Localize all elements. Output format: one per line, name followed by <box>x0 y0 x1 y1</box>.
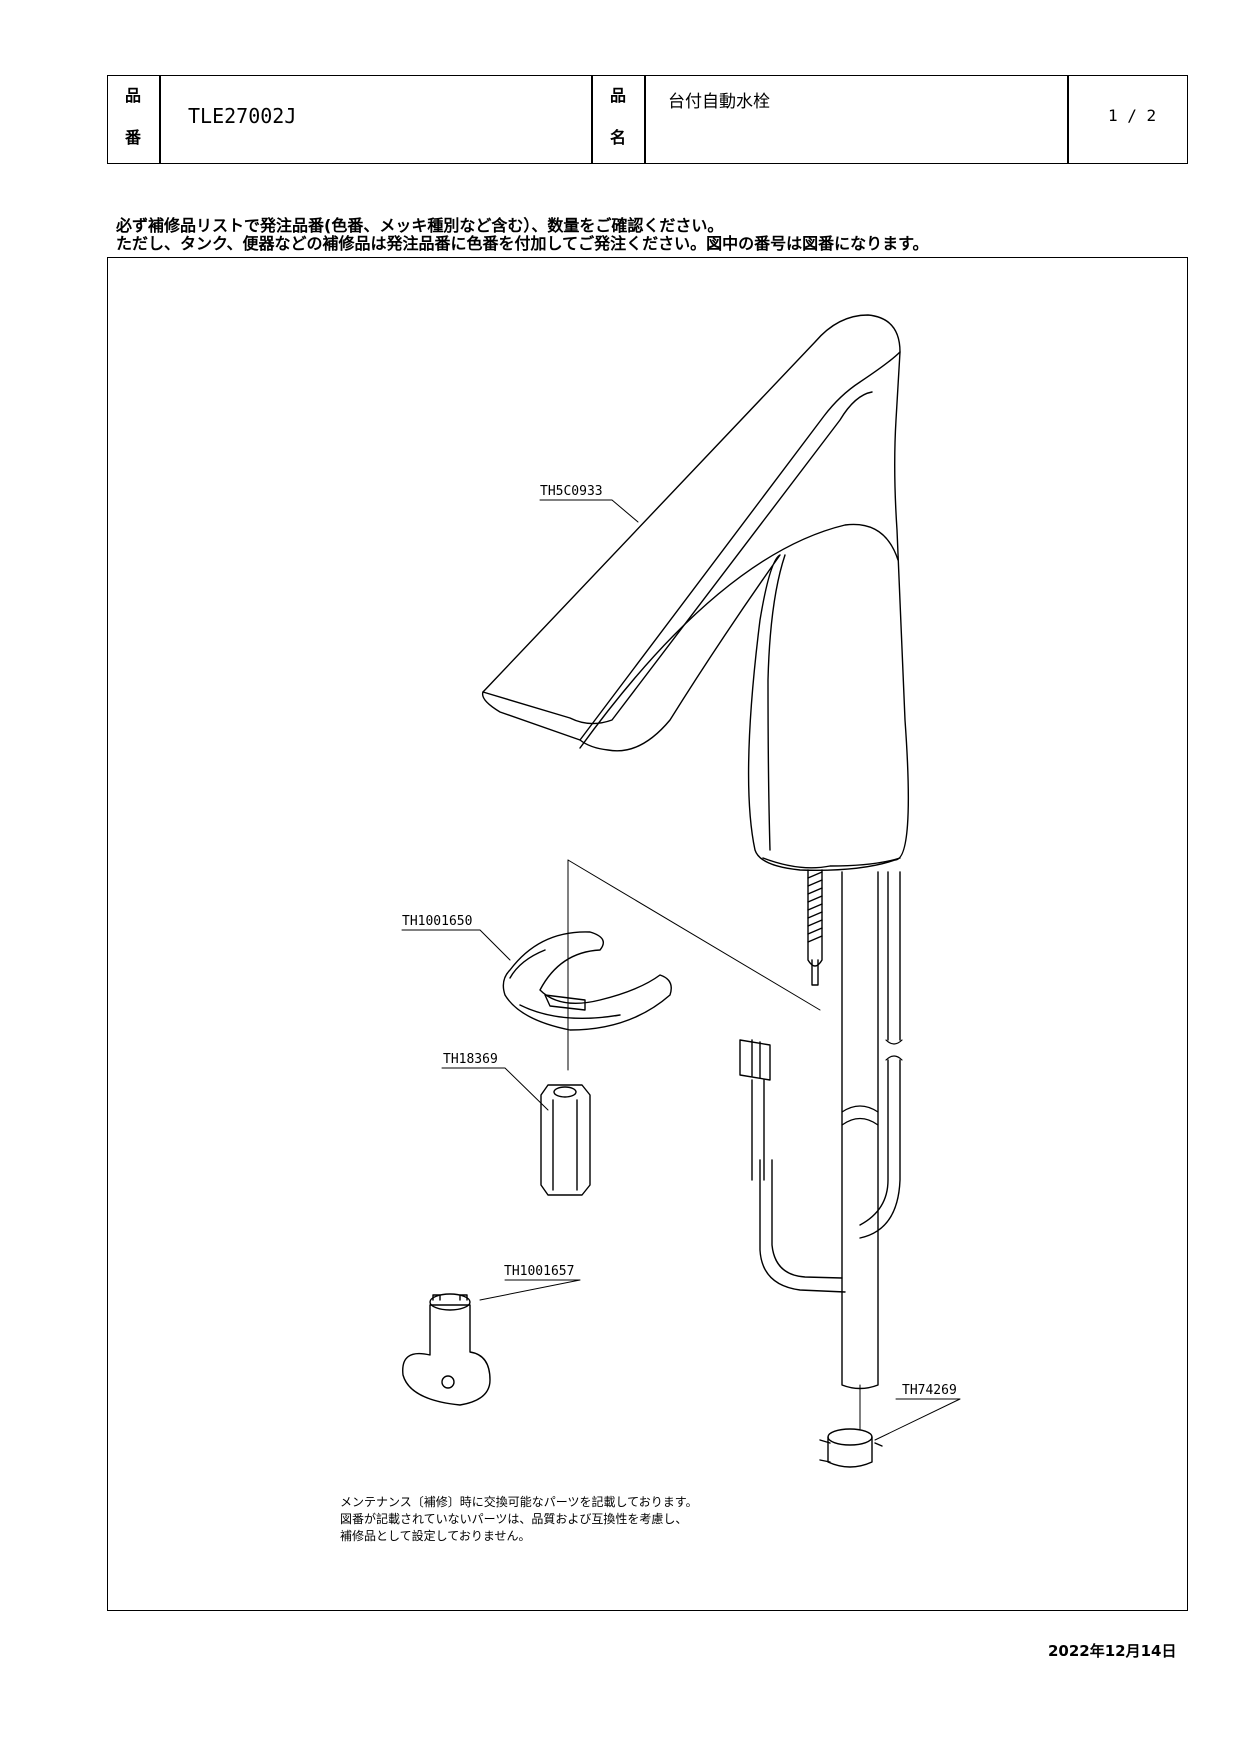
note-line-1: メンテナンス〔補修〕時に交換可能なパーツを記載しております。 <box>340 1495 698 1509</box>
hex-nut <box>540 1084 591 1196</box>
key-tool <box>402 1293 491 1406</box>
horseshoe-bracket <box>502 931 672 1031</box>
part-no-label-top: 品 <box>125 86 142 105</box>
maintenance-note: メンテナンス〔補修〕時に交換可能なパーツを記載しております。 図番が記載されてい… <box>340 1494 698 1545</box>
note-line-2: 図番が記載されていないパーツは、品質および互換性を考慮し、 <box>340 1512 688 1526</box>
threaded-stud <box>807 869 823 986</box>
page-number: 1 / 2 <box>1108 106 1157 125</box>
header-table <box>107 75 1188 164</box>
callout-spout: TH5C0933 <box>540 484 603 499</box>
callout-clip: TH74269 <box>902 1383 957 1398</box>
instruction-line-2: ただし、タンク、便器などの補修品は発注品番に色番を付加してご発注ください。図中の… <box>116 234 929 253</box>
spout-body <box>481 314 910 871</box>
header-divider-2 <box>591 75 593 164</box>
callout-bracket: TH1001650 <box>402 914 473 929</box>
name-label-bottom: 名 <box>610 128 627 147</box>
clip-ring <box>819 1428 883 1468</box>
header-divider-4 <box>1067 75 1069 164</box>
header-divider-3 <box>644 75 646 164</box>
instruction-line-1: 必ず補修品リストで発注品番(色番、メッキ種別など含む）、数量をご確認ください。 <box>116 216 724 235</box>
callout-key: TH1001657 <box>504 1264 575 1279</box>
drawing-frame <box>107 257 1188 1611</box>
guide-lines <box>567 859 861 1431</box>
callout-nut: TH18369 <box>443 1052 498 1067</box>
note-line-3: 補修品として設定しておりません。 <box>340 1529 531 1543</box>
leader-lines <box>401 499 961 1441</box>
part-number: TLE27002J <box>188 104 297 128</box>
header-divider-1 <box>159 75 161 164</box>
connector-cable <box>739 1039 846 1293</box>
name-label-top: 品 <box>610 86 627 105</box>
part-no-label-bottom: 番 <box>125 128 142 147</box>
product-name: 台付自動水栓 <box>668 92 770 112</box>
hoses <box>841 871 903 1390</box>
issue-date: 2022年12月14日 <box>1048 1642 1177 1660</box>
